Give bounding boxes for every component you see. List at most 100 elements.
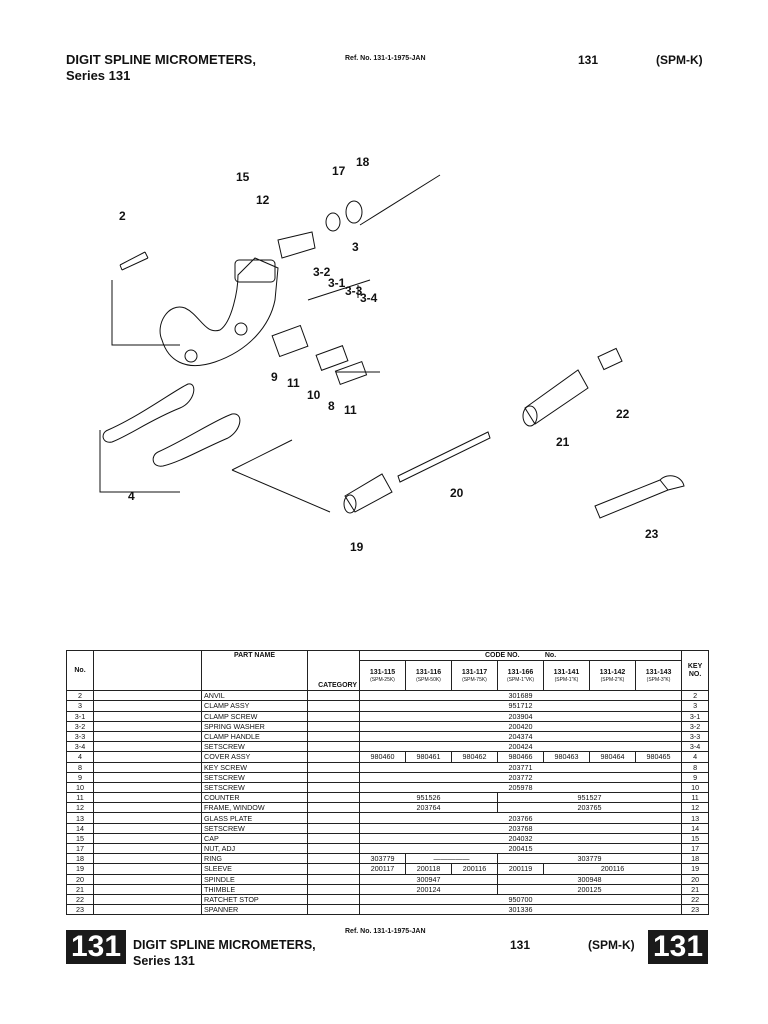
key-no: 2: [681, 690, 710, 702]
callout-11: 9: [271, 370, 278, 384]
callout-12: 8: [328, 399, 335, 413]
row-no: 3-4: [66, 741, 94, 753]
callout-17: 17: [332, 164, 346, 178]
key-no: 3-2: [681, 720, 710, 732]
row-no: 15: [66, 832, 94, 845]
frame-shape: [159, 257, 279, 367]
row-no: 4: [66, 751, 94, 763]
key-no: 9: [681, 771, 710, 783]
row-no: 21: [66, 883, 94, 895]
row-no: 20: [66, 873, 94, 885]
page-title: DIGIT SPLINE MICROMETERS, Series 131: [66, 52, 256, 84]
row-no: 3: [66, 700, 94, 712]
code-cell: 951526: [359, 792, 498, 804]
col-code-no: CODE NO. No.: [358, 649, 683, 662]
exploded-parts-diagram: 15 12 2 17 18 3 3-2 3-1 3-3 3-4 9 11 10 …: [99, 155, 685, 554]
part-name: FRAME, WINDOW: [201, 802, 308, 814]
callout-18: 18: [356, 155, 370, 169]
counter-part: [271, 324, 309, 358]
code-cell: 203768: [358, 822, 683, 834]
callout-14b: 11: [344, 403, 357, 417]
code-cell: 200118: [405, 863, 452, 875]
model-header: 131-117(SPM-75K): [451, 660, 498, 692]
guide-lines: [99, 174, 441, 513]
row-no: 18: [66, 853, 94, 865]
barrel: [277, 231, 316, 259]
code-cell: 950700: [358, 893, 683, 906]
row-no: 3-3: [66, 730, 94, 743]
row-no: 23: [66, 904, 94, 916]
key-no: 13: [681, 812, 710, 824]
row-no: 9: [66, 771, 94, 783]
key-no: 10: [681, 781, 710, 794]
footer-reference-number: Ref. No. 131-1-1975-JAN: [345, 928, 426, 935]
code-cell: 980466: [497, 751, 544, 763]
part-name: CAP: [201, 832, 308, 845]
code-cell: 980465: [634, 751, 683, 763]
footer-title: DIGIT SPLINE MICROMETERS, Series 131: [133, 937, 316, 969]
part-name: SETSCREW: [201, 822, 308, 834]
window-frame-part: [315, 345, 349, 371]
code-cell: 203772: [358, 771, 683, 783]
code-cell: 301689: [358, 690, 683, 702]
callout-3: 3: [352, 240, 359, 254]
model-header: 131-115(SPM-25K): [359, 660, 406, 692]
callout-10: 12: [256, 193, 270, 207]
spindle-part: [397, 431, 491, 483]
part-name: SPINDLE: [201, 873, 308, 885]
code-cell: 200116: [542, 863, 683, 875]
nut-part: [325, 212, 341, 232]
key-no: 15: [681, 832, 710, 845]
code-cell: 203766: [358, 812, 683, 824]
code-cell: 200125: [496, 883, 683, 895]
part-name: SETSCREW: [201, 781, 308, 794]
col-key-no: KEY NO.: [681, 649, 710, 692]
row-no: 13: [66, 812, 94, 824]
row-no: 2: [66, 690, 94, 702]
callout-3-2: 3-2: [313, 265, 331, 279]
code-cell: 203765: [496, 802, 683, 814]
code-cell: 204032: [358, 832, 683, 845]
code-cell: 200117: [359, 863, 406, 875]
reference-number: Ref. No. 131-1-1975-JAN: [345, 55, 426, 62]
model-header: 131-142(SPM-2"K): [589, 660, 636, 692]
code-cell: 200119: [497, 863, 544, 875]
callout-21: 21: [556, 435, 570, 449]
frame-hole: [234, 322, 248, 336]
callout-13: 10: [307, 388, 321, 402]
code-cell: 301336: [358, 904, 683, 916]
part-name: GLASS PLATE: [201, 812, 308, 824]
row-no: 10: [66, 781, 94, 794]
col-part-name: PART NAME: [201, 649, 308, 661]
key-no: 23: [681, 904, 710, 916]
code-cell: 203764: [359, 802, 498, 814]
part-name: RATCHET STOP: [201, 893, 308, 906]
code-cell: 205978: [358, 781, 683, 794]
code-cell: 200116: [451, 863, 498, 875]
part-name: ANVIL: [201, 690, 308, 702]
key-no: 3: [681, 700, 710, 712]
part-name: THIMBLE: [201, 883, 308, 895]
callout-23: 23: [645, 527, 659, 541]
part-name: CLAMP ASSY: [201, 700, 308, 712]
callout-20: 20: [450, 486, 464, 500]
code-cell: 200424: [358, 741, 683, 753]
col-category: CATEGORY: [307, 660, 360, 692]
model-header: 131-141(SPM-1"K): [543, 660, 590, 692]
ring-part: [345, 200, 363, 224]
part-name: COVER ASSY: [201, 751, 308, 763]
key-no: 22: [681, 893, 710, 906]
